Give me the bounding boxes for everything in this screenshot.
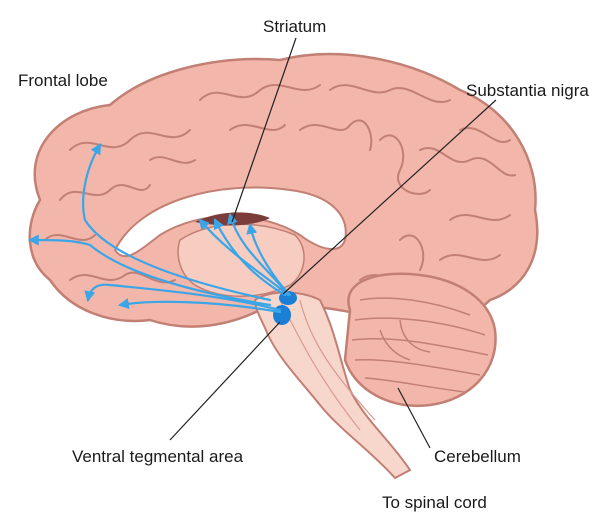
striatum-leader	[231, 37, 297, 223]
label-ventral-tegmental-area: Ventral tegmental area	[72, 447, 244, 466]
label-cerebellum: Cerebellum	[434, 447, 521, 466]
dopamine-pathways	[27, 143, 292, 314]
label-spinal-cord: To spinal cord	[382, 493, 487, 512]
leader-lines	[169, 37, 497, 449]
vta-leader	[169, 321, 281, 441]
label-substantia-nigra: Substantia nigra	[466, 81, 589, 100]
label-frontal-lobe: Frontal lobe	[18, 71, 108, 90]
substantia-nigra-leader	[282, 99, 497, 295]
label-striatum: Striatum	[263, 17, 327, 36]
cerebellum-leader	[397, 387, 431, 449]
brainstem	[253, 291, 412, 480]
cerebellum-shape	[343, 272, 497, 408]
corpus-callosum	[113, 186, 347, 258]
